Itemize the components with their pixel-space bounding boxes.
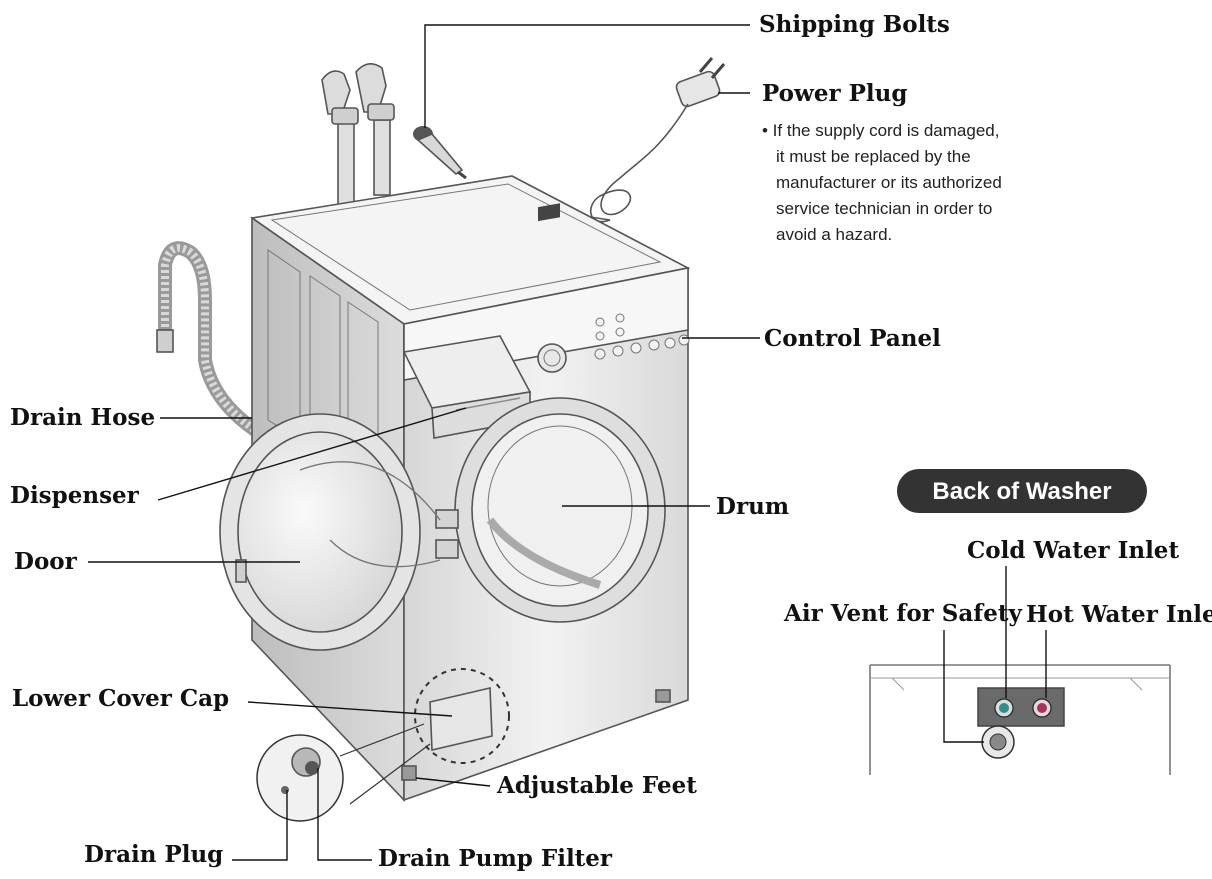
label-drain-pump-filter: Drain Pump Filter: [378, 845, 613, 872]
note-line: it must be replaced by the: [776, 147, 971, 166]
note-line: avoid a hazard.: [776, 225, 892, 244]
cold-inlet-icon: [999, 703, 1009, 713]
label-dispenser: Dispenser: [10, 482, 140, 509]
washer-illustration: [156, 57, 726, 822]
back-of-washer-inset: Back of Washer Cold Water Inlet Air Vent…: [783, 469, 1212, 775]
faucet-icon: [321, 63, 395, 206]
label-shipping-bolts: Shipping Bolts: [759, 11, 950, 38]
label-door: Door: [14, 548, 78, 575]
label-control-panel: Control Panel: [764, 325, 941, 352]
shipping-bolt-icon: [413, 126, 467, 180]
label-drum: Drum: [716, 493, 789, 520]
label-drain-hose: Drain Hose: [10, 404, 155, 431]
label-drain-plug: Drain Plug: [84, 841, 223, 868]
drain-hose-icon: [156, 241, 262, 437]
note-line: • If the supply cord is damaged,: [762, 121, 999, 140]
label-cold-water-inlet: Cold Water Inlet: [967, 537, 1179, 564]
label-power-plug: Power Plug: [762, 80, 907, 107]
hot-inlet-icon: [1037, 703, 1047, 713]
note-line: manufacturer or its authorized: [776, 173, 1002, 192]
leader-lines: [88, 24, 760, 861]
note-line: service technician in order to: [776, 199, 992, 218]
label-hot-water-inlet: Hot Water Inlet: [1026, 601, 1212, 628]
power-plug-icon: [569, 57, 726, 223]
label-lower-cover-cap: Lower Cover Cap: [12, 685, 229, 712]
label-adjustable-feet: Adjustable Feet: [496, 772, 697, 799]
power-plug-note: • If the supply cord is damaged, it must…: [762, 121, 1002, 244]
back-of-washer-title: Back of Washer: [932, 478, 1111, 505]
back-of-washer-badge: [897, 469, 1147, 513]
label-air-vent: Air Vent for Safety: [783, 600, 1022, 627]
